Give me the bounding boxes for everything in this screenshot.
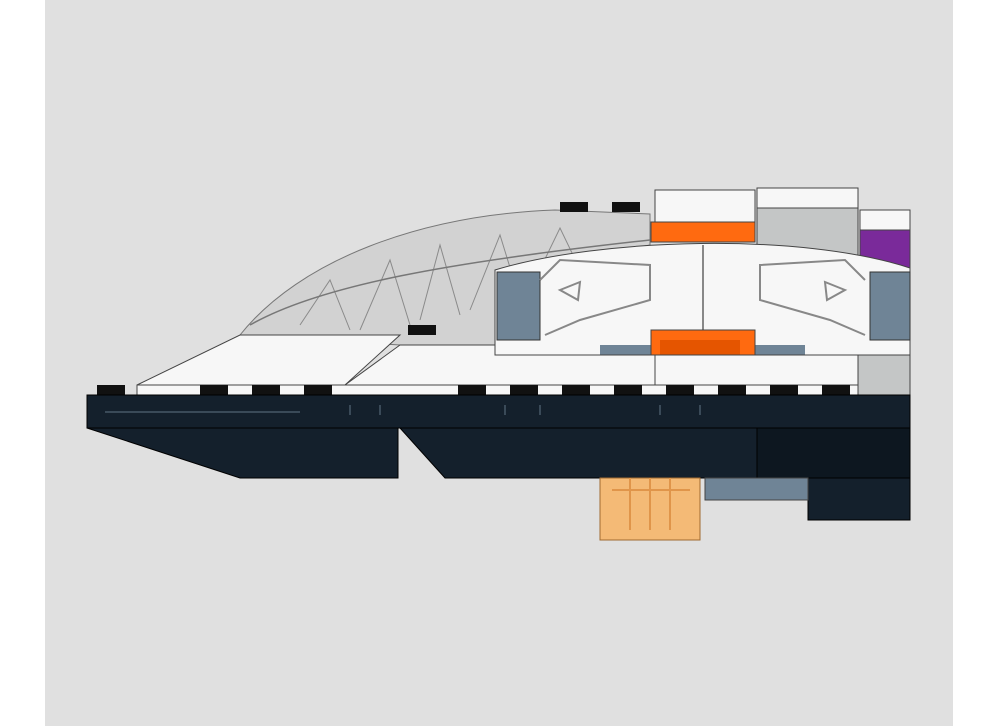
- hull-lower-wedge: [86, 427, 399, 479]
- triangle-icon: [557, 280, 582, 302]
- white-cap: [859, 209, 911, 231]
- hull-rear-block: [756, 427, 911, 479]
- stud-row: [97, 325, 850, 395]
- canopy-frame-line: [249, 239, 651, 326]
- engine-right-panel: [869, 271, 911, 341]
- hull-rear-lower: [807, 477, 911, 521]
- white-plate: [654, 354, 859, 386]
- gray-side-block: [857, 354, 911, 396]
- white-base-plate: [136, 384, 859, 396]
- hull-top-band: [86, 394, 911, 429]
- triangle-icon: [823, 280, 848, 302]
- top-white-block-2: [756, 187, 859, 209]
- hull-detail-lines: [105, 405, 701, 415]
- trans-orange-detail: [612, 478, 690, 530]
- hull-lower-mid: [398, 427, 758, 479]
- engine-left-panel: [496, 271, 541, 341]
- stud: [560, 202, 588, 212]
- top-white-block: [654, 189, 756, 223]
- orange-top-clip: [650, 221, 756, 243]
- canopy-facets: [299, 226, 586, 331]
- stud: [612, 202, 640, 212]
- blue-gray-underside: [704, 477, 809, 501]
